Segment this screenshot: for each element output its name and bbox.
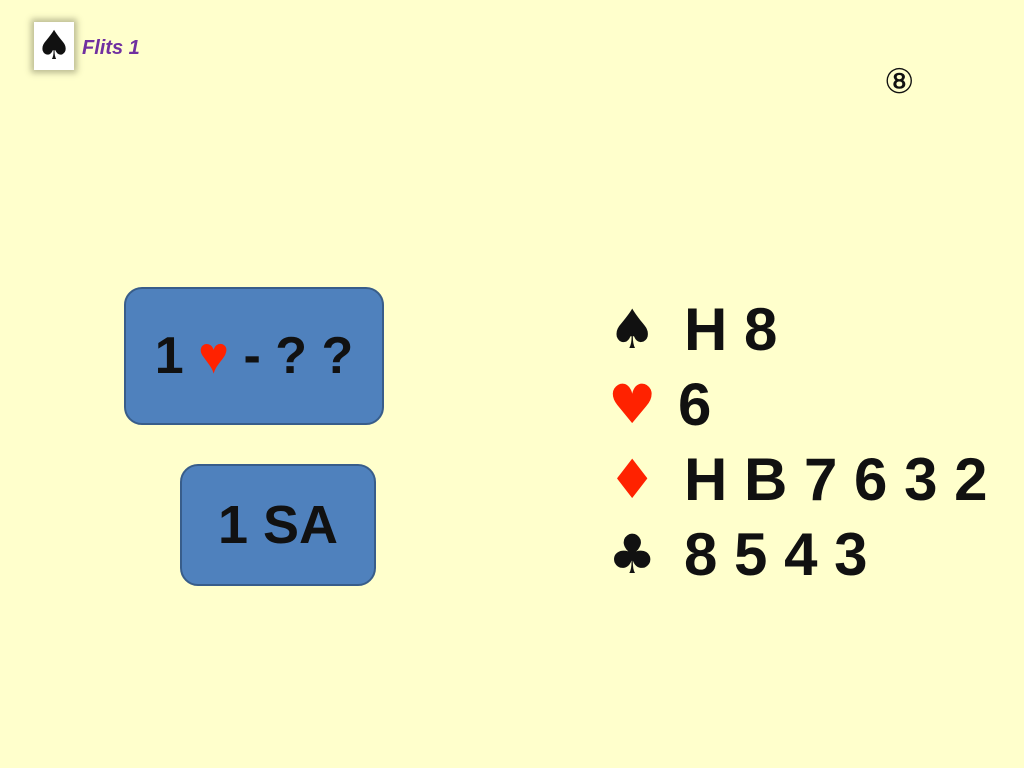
hand-row-clubs: ♣ 8 5 4 3 — [608, 517, 988, 592]
hand: ♠ H 8 ♥ 6 ♦ H B 7 6 3 2 ♣ 8 5 4 3 — [608, 292, 988, 592]
diamond-suit-icon: ♦ — [608, 448, 657, 511]
bid-level: 1 — [154, 327, 184, 385]
bid-answer: 1 SA — [217, 495, 339, 555]
bidding-answer-box: 1 SA — [180, 464, 376, 586]
heart-suit-icon: ♥ — [198, 327, 230, 385]
diamonds-cards: H B 7 6 3 2 — [684, 446, 988, 513]
hand-row-hearts: ♥ 6 — [608, 367, 988, 442]
spade-logo: ♠ — [34, 22, 74, 70]
hand-row-spades: ♠ H 8 — [608, 292, 988, 367]
heart-suit-icon: ♥ — [608, 373, 657, 436]
slide-title: Flits 1 — [82, 37, 140, 59]
spade-suit-icon: ♠ — [608, 298, 657, 361]
club-suit-icon: ♣ — [608, 523, 657, 586]
clubs-cards: 8 5 4 3 — [684, 521, 868, 588]
spade-logo-icon: ♠ — [36, 23, 72, 69]
hearts-cards: 6 — [678, 371, 712, 438]
slide-number: ⑧ — [884, 62, 915, 102]
bidding-question-box: 1 ♥ - ? ? — [124, 287, 384, 425]
spades-cards: H 8 — [684, 296, 778, 363]
hand-row-diamonds: ♦ H B 7 6 3 2 — [608, 442, 988, 517]
bid-question-marks: - ? ? — [243, 327, 354, 385]
